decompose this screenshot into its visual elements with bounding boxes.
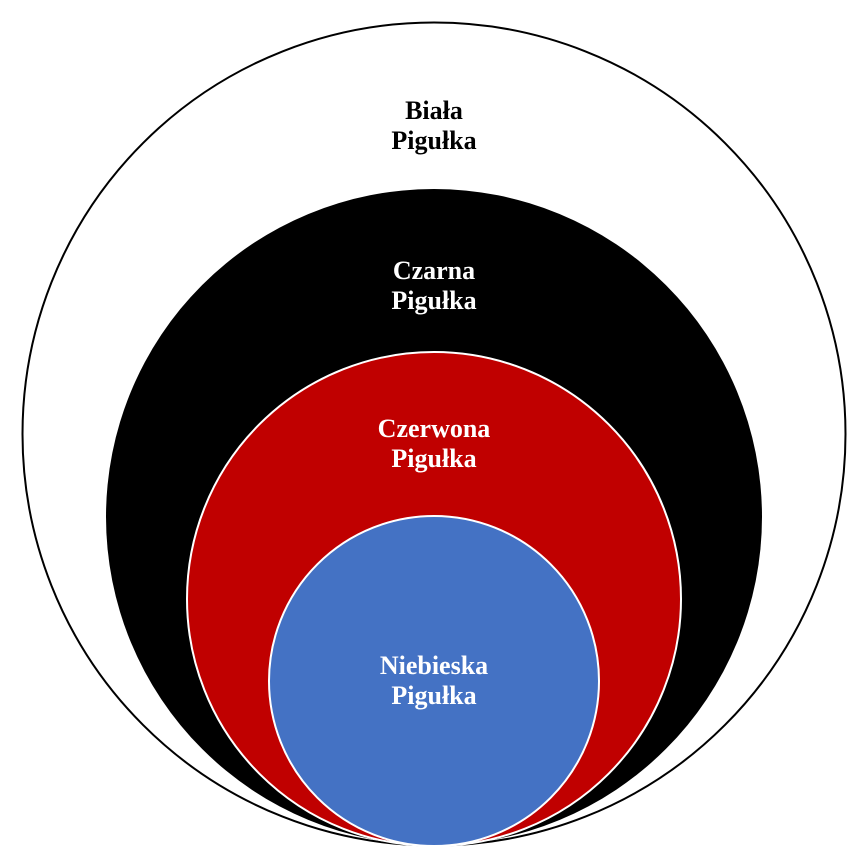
black-pill-label-line2: Pigułka	[391, 286, 476, 315]
red-pill-label-line2: Pigułka	[391, 444, 476, 473]
white-pill-label-line2: Pigułka	[391, 126, 476, 155]
white-pill-label-line1: Biała	[405, 96, 463, 125]
blue-pill-circle	[268, 515, 600, 847]
red-pill-label-line1: Czerwona	[378, 414, 491, 443]
blue-pill-label-line2: Pigułka	[391, 681, 476, 710]
blue-pill-label-line1: Niebieska	[380, 651, 488, 680]
black-pill-label-line1: Czarna	[393, 256, 475, 285]
